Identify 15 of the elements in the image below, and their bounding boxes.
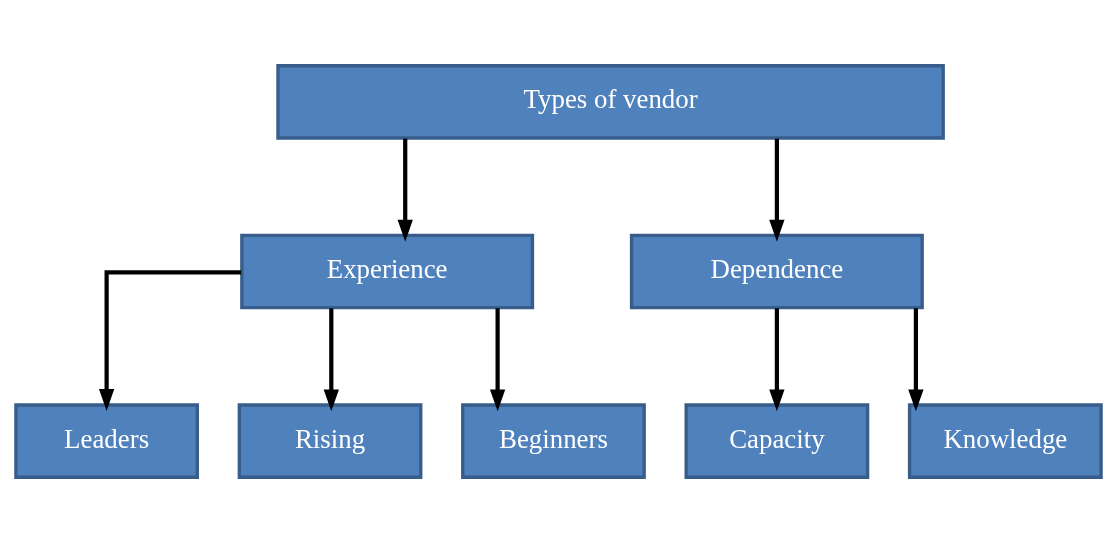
- arrow: [769, 307, 785, 411]
- node-box: Knowledge: [907, 402, 1103, 479]
- node-box: Rising: [237, 402, 423, 479]
- arrow: [489, 307, 506, 411]
- arrow: [769, 138, 785, 242]
- arrow: [908, 307, 924, 411]
- arrow: [323, 307, 339, 411]
- node-box: Dependence: [629, 233, 924, 309]
- node-box: Capacity: [684, 402, 870, 479]
- node-box: Types of vendor: [276, 63, 945, 140]
- node-box: Experience: [240, 233, 535, 309]
- arrow: [98, 269, 242, 411]
- node-box: Beginners: [461, 402, 646, 479]
- arrow: [397, 138, 413, 242]
- node-box: Leaders: [14, 402, 199, 479]
